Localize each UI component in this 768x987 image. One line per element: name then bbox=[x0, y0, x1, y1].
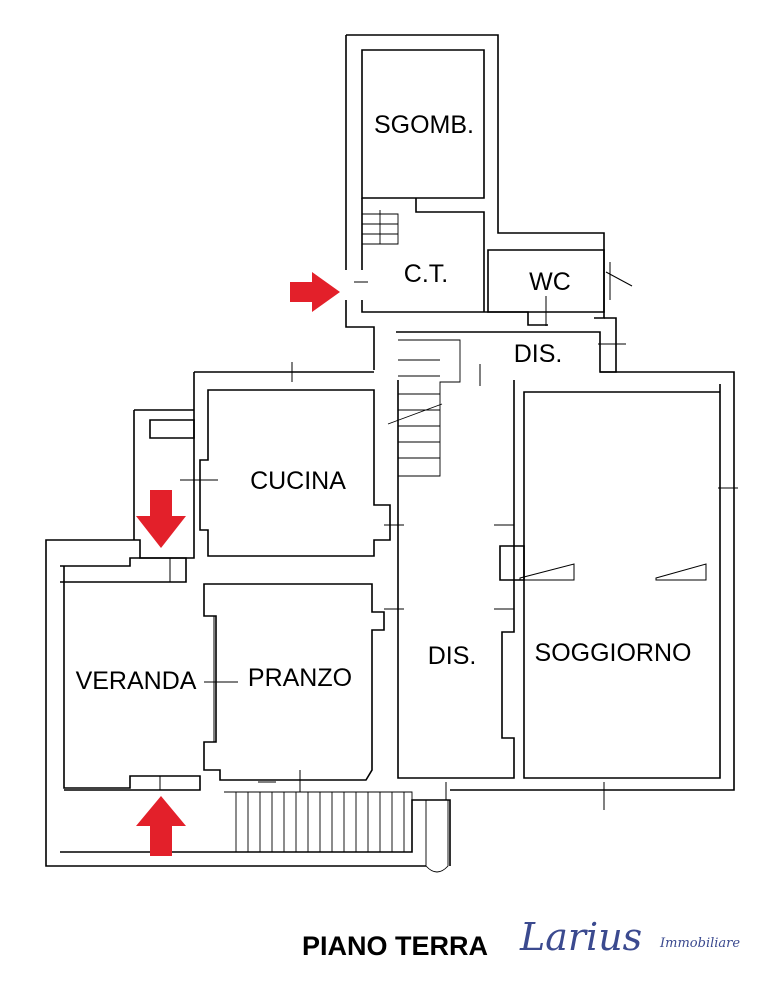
room-label-veranda: VERANDA bbox=[76, 667, 197, 695]
openings bbox=[159, 262, 738, 810]
entrance-arrows bbox=[136, 272, 340, 856]
entrance-arrow-up bbox=[136, 796, 186, 856]
brand-logo: Larius Immobiliare bbox=[519, 915, 740, 959]
room-label-dis-main: DIS. bbox=[428, 642, 477, 670]
room-labels: SGOMB. C.T. WC DIS. CUCINA VERANDA PRANZ… bbox=[76, 111, 692, 695]
room-label-ct: C.T. bbox=[404, 260, 448, 288]
room-label-soggiorno: SOGGIORNO bbox=[535, 639, 692, 667]
exterior-walls bbox=[45, 34, 735, 867]
room-label-cucina: CUCINA bbox=[250, 467, 346, 495]
entrance-arrow-right bbox=[290, 272, 340, 312]
brand-name: Larius bbox=[519, 915, 642, 959]
plan-title: PIANO TERRA bbox=[302, 931, 488, 961]
room-label-wc: WC bbox=[529, 268, 571, 296]
brand-tagline: Immobiliare bbox=[659, 936, 740, 951]
room-label-dis-upper: DIS. bbox=[514, 340, 563, 368]
entrance-arrow-down bbox=[136, 490, 186, 548]
room-label-pranzo: PRANZO bbox=[248, 664, 352, 692]
room-label-sgomb: SGOMB. bbox=[374, 111, 474, 139]
staircases bbox=[224, 210, 461, 873]
